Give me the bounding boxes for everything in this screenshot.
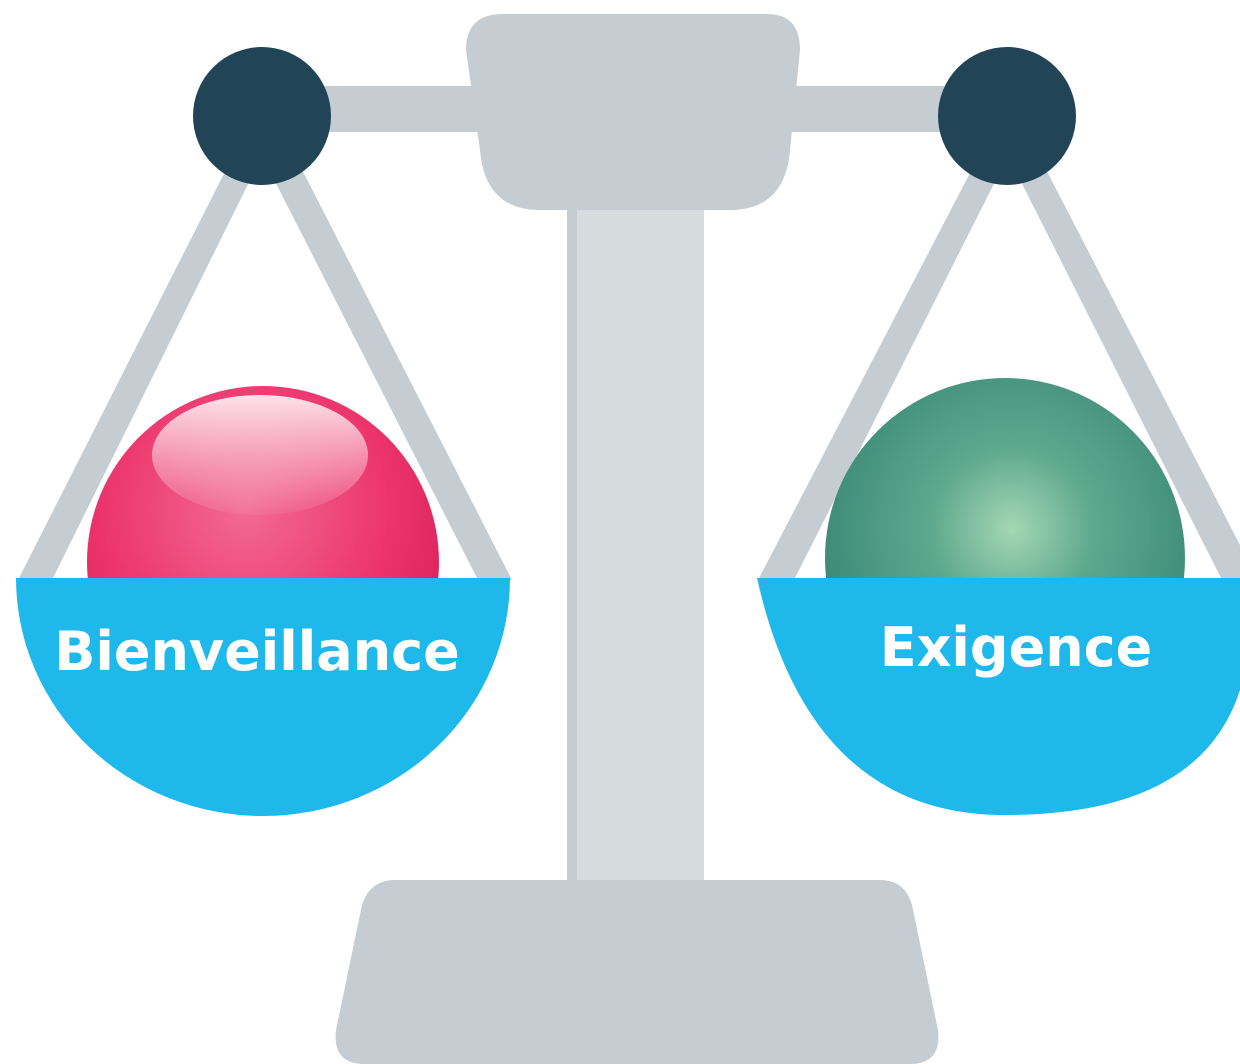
left-hanger-string: [18, 150, 262, 580]
right-pivot-knob: [938, 47, 1076, 185]
left-ball-highlight: [152, 395, 368, 515]
left-pivot-knob: [193, 47, 331, 185]
right-hanger-string: [1008, 150, 1240, 580]
scale-base: [335, 880, 939, 1064]
scale-column-shade: [567, 180, 577, 900]
left-pan-label: Bienveillance: [54, 620, 460, 683]
scale-top-block: [466, 14, 800, 210]
right-pan: [757, 578, 1240, 815]
right-pan-label: Exigence: [879, 616, 1153, 679]
right-hanger-string: [758, 150, 1008, 580]
scale-column: [567, 180, 704, 900]
left-hanger-string: [262, 150, 512, 580]
left-pan: [16, 578, 510, 816]
